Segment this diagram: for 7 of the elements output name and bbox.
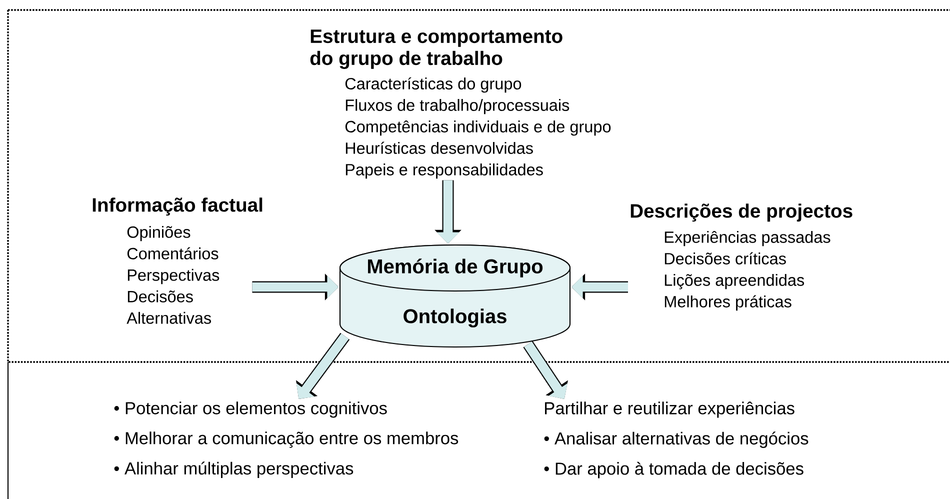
block-arrow <box>523 341 568 399</box>
cylinder: Memória de Grupo Ontologias <box>339 244 571 348</box>
text-group: Descrições de projectos Experiências passadas Decisões críticas Lições apreendidas Melhores práticas <box>630 204 852 311</box>
text-group: Informação factual Opiniões Comentários Perspectivas Decisões Alternativas <box>92 198 262 324</box>
text-list: • Potenciar os elementos cognitivos • Melhorar a comunicação entre os membros • Alinhar múltiplas perspectivas <box>114 402 458 478</box>
text-group: Estrutura e comportamento do grupo de trabalho Características do grupo Fluxos de trabalho/processuais Competências individuais e de grupo Heurísticas desenvolvidas Papeis e responsabilidades <box>310 30 611 179</box>
text-list: Partilhar e reutilizar experiências • Analisar alternativas de negócios • Dar apoio à tomada de decisões <box>544 402 808 478</box>
